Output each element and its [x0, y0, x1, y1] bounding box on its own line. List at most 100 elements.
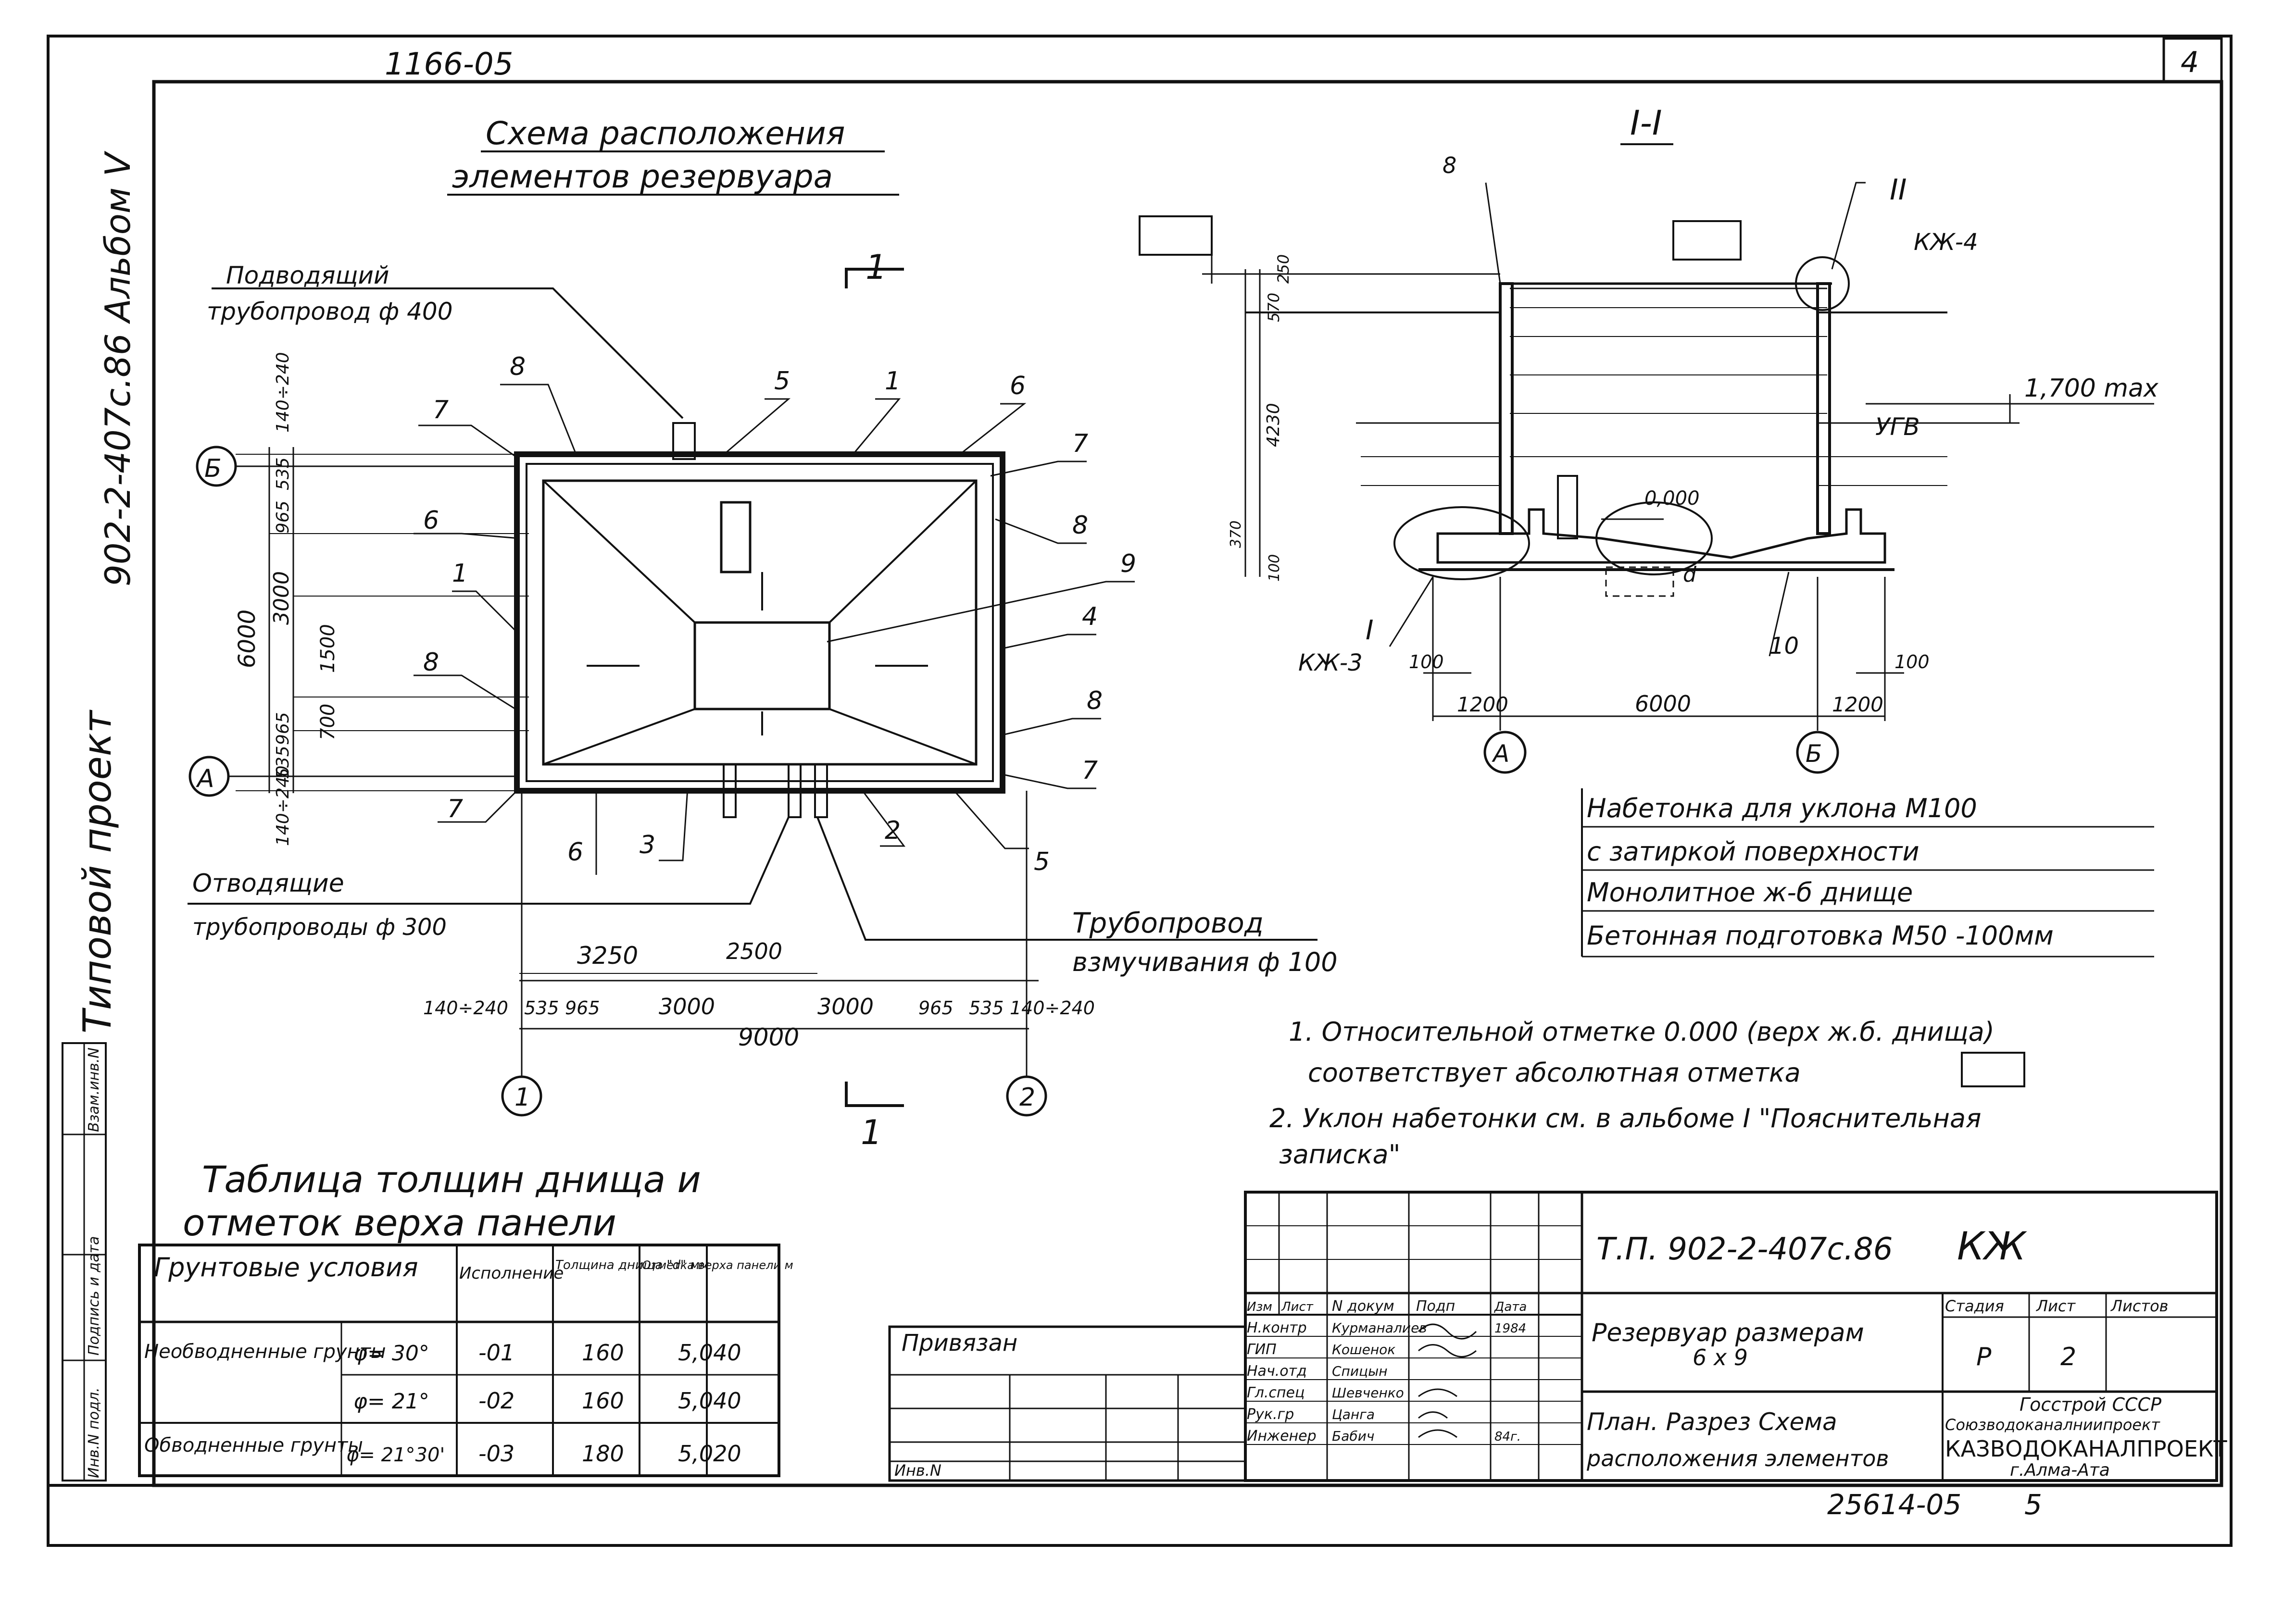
row1-exec: -01 — [478, 1340, 514, 1366]
zero-mark: 0,000 — [1644, 487, 1700, 510]
dim-left-5: 700 — [317, 704, 339, 740]
stage-header: Стадия — [1945, 1297, 2004, 1315]
dim-bottom-5: 965 — [918, 997, 954, 1019]
side-album-text: 902-2-407с.86 Альбом V — [98, 150, 138, 586]
section-mark-kzh3: КЖ-3 — [1298, 649, 1363, 676]
stage-value: Р — [1976, 1343, 1992, 1371]
row2-exec: -02 — [478, 1388, 514, 1414]
vdim-100: 100 — [1266, 554, 1283, 582]
role-3: Гл.спец — [1247, 1384, 1305, 1401]
section-mark-top: 1 — [866, 248, 887, 287]
dim-left-8: 140÷240 — [273, 765, 293, 846]
section-mark-II: II — [1890, 173, 1907, 207]
svg-text:8: 8 — [1087, 686, 1103, 715]
hdr-list: Лист — [1281, 1300, 1314, 1314]
section-mark-8: 8 — [1443, 152, 1456, 178]
object-line2: 6 х 9 — [1693, 1345, 1748, 1370]
section-axis-a-bubble — [1483, 731, 1527, 774]
section-mark-kzh4: КЖ-4 — [1914, 229, 1978, 256]
outlet-label-line2: трубопроводы ф 300 — [192, 914, 447, 941]
layers-legend — [1581, 788, 2154, 958]
side-box-inv: Инв.N подл. — [86, 1387, 102, 1478]
dim-left-4: 1500 — [317, 624, 339, 673]
sheet-number: 4 — [2181, 46, 2199, 79]
hdr-podp: Подп — [1416, 1298, 1455, 1315]
hdim-100-right: 100 — [1895, 651, 1930, 672]
svg-text:7: 7 — [1082, 756, 1098, 785]
section-mark-d: d — [1683, 562, 1697, 587]
plan-title-line1: Схема расположения — [486, 115, 845, 152]
hdim-1200-right: 1200 — [1832, 693, 1883, 716]
org-line4: г.Алма-Ата — [2010, 1460, 2110, 1480]
axis-a-label: А — [196, 764, 214, 793]
row2-phi: φ= 21° — [353, 1389, 429, 1414]
name-5: Бабич — [1332, 1428, 1374, 1444]
vdim-4230: 4230 — [1264, 403, 1283, 447]
agitation-label-line1: Трубопровод — [1072, 907, 1264, 939]
hdim-6000: 6000 — [1635, 691, 1691, 717]
layer-1: Набетонка для уклона М100 — [1587, 793, 1977, 823]
side-box-sign: Подпись и дата — [86, 1236, 102, 1356]
table-header-soil: Грунтовые условия — [154, 1252, 418, 1282]
dim-left-1: 535 — [273, 457, 293, 490]
section-mark-10: 10 — [1769, 633, 1799, 660]
date-0: 1984 — [1494, 1321, 1526, 1336]
dim-left-7: 535 — [273, 746, 293, 779]
thickness-table-grid — [138, 1244, 780, 1477]
org-line3: КАЗВОДОКАНАЛПРОЕКТ — [1945, 1436, 2228, 1462]
svg-text:8: 8 — [423, 648, 439, 677]
stamp-grid — [1244, 1191, 2218, 1482]
bottom-code: 25614-05 — [1827, 1488, 1961, 1521]
dim-9000: 9000 — [738, 1023, 799, 1051]
sheet-title-line1: План. Разрез Схема — [1587, 1408, 1837, 1436]
table-header-thickness: Толщина днища "d" мм — [555, 1258, 709, 1272]
vdim-570: 570 — [1265, 293, 1283, 322]
row3-mark: 5,020 — [678, 1441, 741, 1467]
dim-bottom-2: 965 — [565, 997, 600, 1019]
row1-d: 160 — [582, 1340, 624, 1366]
row3-exec: -03 — [478, 1441, 514, 1467]
row1-mark: 5,040 — [678, 1340, 741, 1366]
name-4: Цанга — [1332, 1407, 1375, 1422]
note-2-line1: 2. Уклон набетонки см. в альбоме I "Пояс… — [1269, 1103, 1982, 1133]
svg-text:1: 1 — [452, 559, 468, 588]
row3-soil: Обводненные грунты — [144, 1434, 363, 1457]
agitation-label-line2: взмучивания ф 100 — [1072, 947, 1338, 977]
outer-frame — [47, 35, 2233, 1547]
hdr-ndokum: N докум — [1332, 1298, 1394, 1315]
outlet-label-line1: Отводящие — [192, 869, 344, 898]
table-header-exec: Исполнение — [459, 1264, 564, 1283]
section-drawing — [1139, 182, 2154, 731]
dim-left-total: 6000 — [234, 610, 261, 668]
dim-bottom-3: 3000 — [659, 994, 715, 1020]
axis-b-label: Б — [204, 454, 222, 483]
sheet-number-box — [2162, 37, 2223, 83]
section-title: I-I — [1630, 103, 1662, 143]
dim-left-0: 140÷240 — [273, 352, 293, 433]
outlet-leader — [188, 817, 790, 905]
dim-2500: 2500 — [726, 938, 782, 964]
row2-d: 160 — [582, 1388, 624, 1414]
table-header-mark: Отметка верха панели м — [642, 1258, 793, 1272]
dim-bottom-0: 140÷240 — [423, 997, 508, 1019]
section-mark-bottom: 1 — [861, 1113, 882, 1152]
org-line2: Союзводоканалниипроект — [1945, 1416, 2160, 1434]
object-line1: Резервуар размерам — [1592, 1319, 1864, 1347]
svg-text:6: 6 — [567, 838, 583, 867]
section-axis-b-bubble — [1796, 731, 1839, 774]
row3-d: 180 — [582, 1441, 624, 1467]
side-type-text: Типовой проект — [75, 710, 120, 1033]
inv-label: Инв.N — [894, 1461, 941, 1480]
layer-3: Монолитное ж-б днище — [1587, 877, 1913, 908]
name-2: Спицын — [1332, 1363, 1388, 1379]
note-2-line2: записка" — [1279, 1139, 1400, 1170]
left-dimension-chain — [236, 447, 529, 793]
list-header: Лист — [2036, 1297, 2076, 1315]
svg-text:4: 4 — [1082, 602, 1098, 631]
gwl-label: УГВ — [1875, 413, 1920, 441]
section-axis-b: Б — [1806, 740, 1822, 768]
dim-bottom-1: 535 — [524, 997, 559, 1019]
agitation-leader — [816, 817, 1317, 941]
inlet-leader — [212, 287, 684, 419]
svg-text:3: 3 — [640, 831, 655, 859]
